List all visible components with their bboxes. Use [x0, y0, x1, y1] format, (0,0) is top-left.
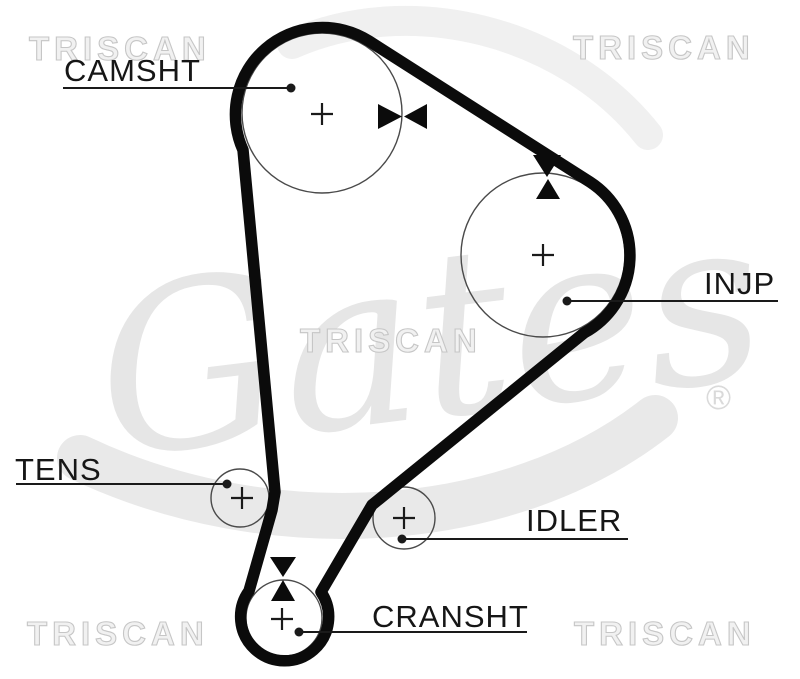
idler-label: IDLER: [526, 503, 623, 538]
pulley-center-crosses: [231, 103, 554, 630]
crankshaft-center-cross: [271, 608, 293, 630]
camshaft-label: CAMSHT: [64, 53, 201, 88]
injection-pump-center-cross: [532, 244, 554, 266]
gates-logo-lower-swash: [57, 395, 678, 539]
triscan-watermark-top-right: TRISCAN: [572, 28, 755, 66]
camshaft-center-cross: [311, 103, 333, 125]
idler-center-cross: [393, 507, 415, 529]
triscan-watermark-center: TRISCAN: [299, 321, 482, 359]
camshaft-leader-dot: [286, 83, 296, 93]
injection-pump-label: INJP: [704, 266, 776, 301]
triscan-watermark-bottom-right: TRISCAN: [573, 614, 756, 652]
registered-trademark-icon: ®: [706, 379, 731, 417]
crankshaft-label: CRANSHT: [372, 599, 529, 634]
injection-pump-leader-dot: [562, 296, 572, 306]
tensioner-center-cross: [231, 487, 253, 509]
leader-lines: [16, 87, 778, 633]
direction-marker-camshaft-icon: [378, 104, 427, 129]
timing-belt: [229, 21, 636, 667]
triscan-watermark-bottom-left: TRISCAN: [26, 614, 209, 652]
tensioner-leader-dot: [222, 479, 232, 489]
idler-leader-dot: [397, 534, 407, 544]
belt-direction-markers: [270, 104, 561, 601]
leader-dots: [222, 83, 572, 637]
triscan-watermark-top-left: TRISCAN: [28, 29, 211, 67]
crankshaft-leader-dot: [294, 627, 304, 637]
direction-marker-crankshaft-icon: [270, 557, 296, 601]
idler-pulley-circle: [372, 486, 436, 550]
tensioner-label: TENS: [15, 452, 102, 487]
direction-marker-injection-pump-icon: [533, 155, 561, 199]
